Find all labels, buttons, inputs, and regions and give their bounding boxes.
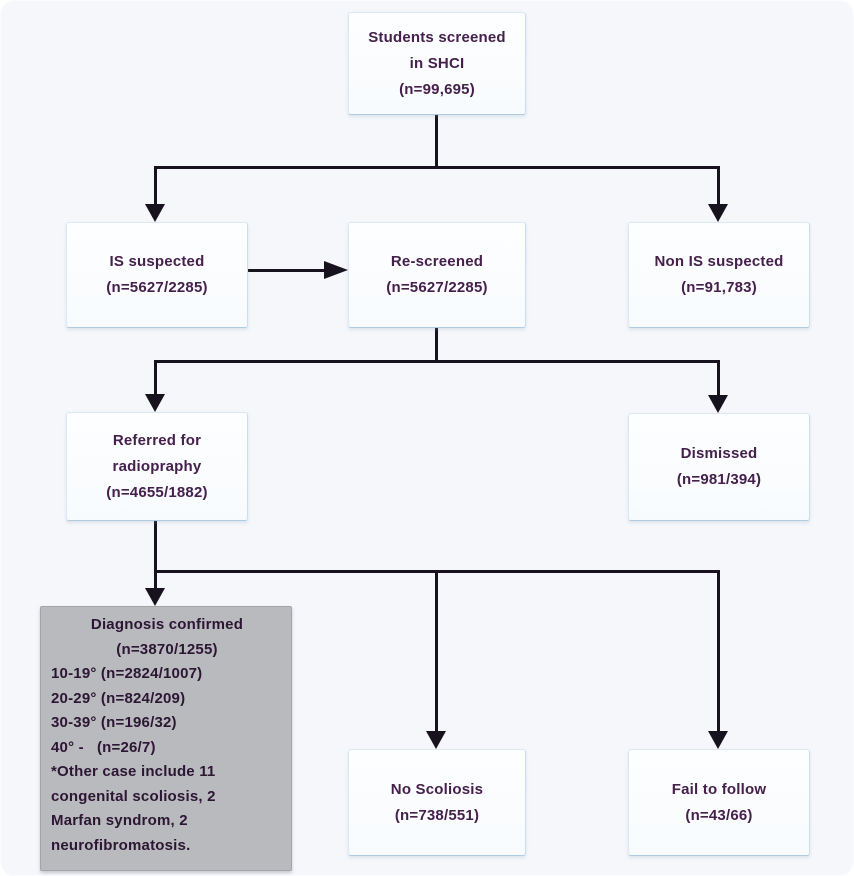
connector-row1-left-drop — [154, 166, 157, 206]
node-text-line: (n=738/551) — [394, 806, 480, 824]
connector-row2-right-drop — [717, 360, 720, 396]
node-text-line: (n=4655/1882) — [106, 483, 208, 501]
node-text-line: Fail to follow — [671, 780, 767, 798]
arrowhead-to-rescreened — [324, 261, 348, 279]
diagnosis-title: Diagnosis confirmed — [90, 616, 244, 633]
node-is-suspected: IS suspected (n=5627/2285) — [66, 222, 248, 328]
node-fail-to-follow: Fail to follow (n=43/66) — [628, 749, 810, 856]
diagnosis-row: 30-39° (n=196/32) — [51, 714, 177, 731]
node-referred-for-radiography: Referred for radiopraphy (n=4655/1882) — [66, 412, 248, 521]
node-students-screened: Students screened in SHCI (n=99,695) — [348, 12, 526, 115]
node-text-line: Students screened — [368, 28, 506, 46]
node-text-line: in SHCI — [409, 54, 465, 72]
connector-row2-horizontal — [154, 360, 720, 363]
connector-row3-mid-drop — [435, 570, 438, 731]
node-text-line: (n=43/66) — [685, 806, 753, 824]
connector-referred-vertical — [154, 518, 157, 590]
node-re-screened: Re-screened (n=5627/2285) — [348, 222, 526, 328]
diagnosis-row: 10-19° (n=2824/1007) — [51, 665, 203, 682]
connector-row1-right-drop — [717, 166, 720, 206]
node-text-line: Non IS suspected — [654, 253, 784, 270]
node-text-line: Re-screened — [390, 253, 484, 270]
arrowhead-to-non-is-suspected — [708, 204, 728, 222]
diagnosis-row: 20-29° (n=824/209) — [51, 689, 186, 707]
diagnosis-row: 40° - (n=26/7) — [51, 738, 156, 756]
node-text-line: (n=981/394) — [676, 471, 762, 488]
arrowhead-to-fail-to-follow — [708, 731, 728, 749]
connector-row2-left-drop — [154, 360, 157, 396]
node-no-scoliosis: No Scoliosis (n=738/551) — [348, 749, 526, 856]
node-text-line: (n=5627/2285) — [386, 279, 488, 296]
arrowhead-to-diagnosis — [145, 588, 165, 606]
arrowhead-to-no-scoliosis — [426, 731, 446, 749]
diagnosis-note-line: *Other case include 11 — [51, 763, 216, 780]
connector-top-vertical — [435, 112, 438, 168]
connector-rescreened-vertical — [435, 325, 438, 362]
node-text-line: No Scoliosis — [390, 780, 484, 798]
diagnosis-subtitle: (n=3870/1255) — [116, 640, 218, 658]
arrowhead-to-referred — [145, 394, 165, 412]
diagnosis-note-line: congenital scoliosis, 2 — [51, 787, 216, 805]
diagnosis-note-line: neurofibromatosis. — [51, 836, 191, 854]
node-non-is-suspected: Non IS suspected (n=91,783) — [628, 222, 810, 328]
connector-row3-right-drop — [717, 570, 720, 731]
node-text-line: (n=91,783) — [681, 279, 757, 296]
arrowhead-to-is-suspected — [145, 204, 165, 222]
connector-row1-horizontal — [154, 166, 720, 169]
arrowhead-to-dismissed — [708, 395, 728, 413]
node-text-line: Dismissed — [680, 445, 758, 462]
node-text-line: IS suspected — [109, 253, 205, 270]
node-text-line: radiopraphy — [112, 457, 202, 475]
node-text-line: (n=5627/2285) — [106, 279, 208, 296]
node-diagnosis-confirmed: Diagnosis confirmed (n=3870/1255) 10-19°… — [40, 606, 292, 871]
node-text-line: Referred for — [112, 431, 202, 449]
diagnosis-note-line: Marfan syndrom, 2 — [51, 812, 188, 829]
node-text-line: (n=99,695) — [399, 80, 475, 98]
connector-is-to-rescreened — [246, 269, 328, 272]
node-dismissed: Dismissed (n=981/394) — [628, 413, 810, 521]
